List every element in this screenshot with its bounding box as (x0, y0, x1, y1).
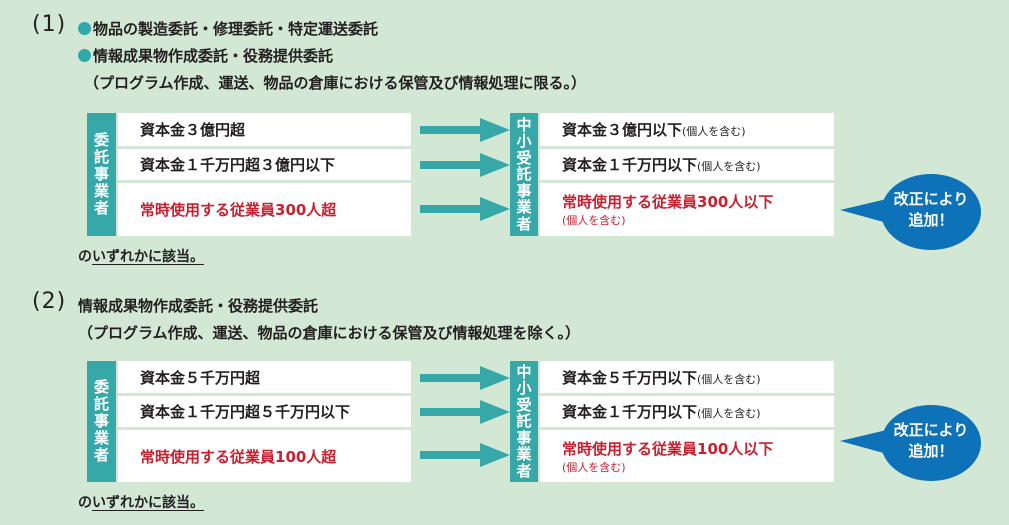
left-label-consignor: 委託事業者 (87, 361, 116, 482)
heading-line: 情報成果物作成委託・役務提供委託 (78, 45, 333, 66)
arrow-right-icon (420, 400, 510, 424)
arrow-right-icon (420, 118, 510, 142)
arrow-right-icon (420, 153, 510, 177)
heading-line: 情報成果物作成委託・役務提供委託 (78, 297, 319, 315)
section-number: (1) (32, 12, 67, 37)
speech-bubble-icon (840, 174, 981, 250)
condition-note: のいずれかに該当。 (78, 249, 204, 265)
right-row: 資本金１千万円以下(個人を含む) (540, 396, 834, 427)
left-row: 資本金５千万円超 (118, 361, 411, 393)
heading-line: 物品の製造委託・修理委託・特定運送委託 (78, 18, 378, 39)
arrow-right-icon (420, 443, 510, 467)
heading-note: （プログラム作成、運送、物品の倉庫における保管及び情報処理に限る。） (84, 74, 587, 92)
left-label-consignor: 委託事業者 (87, 113, 116, 236)
amendment-callout: 改正により 追加！ (893, 421, 969, 460)
right-row: 資本金１千万円以下(個人を含む) (540, 149, 834, 180)
right-row: 資本金３億円以下(個人を含む) (540, 113, 834, 146)
arrow-right-icon (420, 366, 510, 390)
arrow-right-icon (420, 197, 510, 221)
left-row: 資本金３億円超 (118, 113, 411, 146)
bullet-icon (78, 22, 91, 35)
section-number: (2) (32, 289, 67, 314)
heading-note: （プログラム作成、運送、物品の倉庫における保管及び情報処理を除く。） (78, 324, 581, 342)
right-row: 常時使用する従業員100人以下 (個人を含む) (540, 430, 834, 482)
left-row: 常時使用する従業員100人超 (118, 430, 411, 482)
left-row: 資本金１千万円超３億円以下 (118, 149, 411, 180)
right-row: 常時使用する従業員300人以下 (個人を含む) (540, 183, 834, 236)
right-row: 資本金５千万円以下(個人を含む) (540, 361, 834, 393)
right-label-sme-contractor: 中小受託事業者 (510, 113, 538, 236)
left-row: 常時使用する従業員300人超 (118, 183, 411, 236)
amendment-callout: 改正により 追加！ (893, 190, 969, 229)
condition-note: のいずれかに該当。 (78, 495, 204, 511)
right-label-sme-contractor: 中小受託事業者 (510, 361, 538, 482)
speech-bubble-icon (840, 405, 981, 481)
left-row: 資本金１千万円超５千万円以下 (118, 396, 411, 427)
bullet-icon (78, 49, 91, 62)
